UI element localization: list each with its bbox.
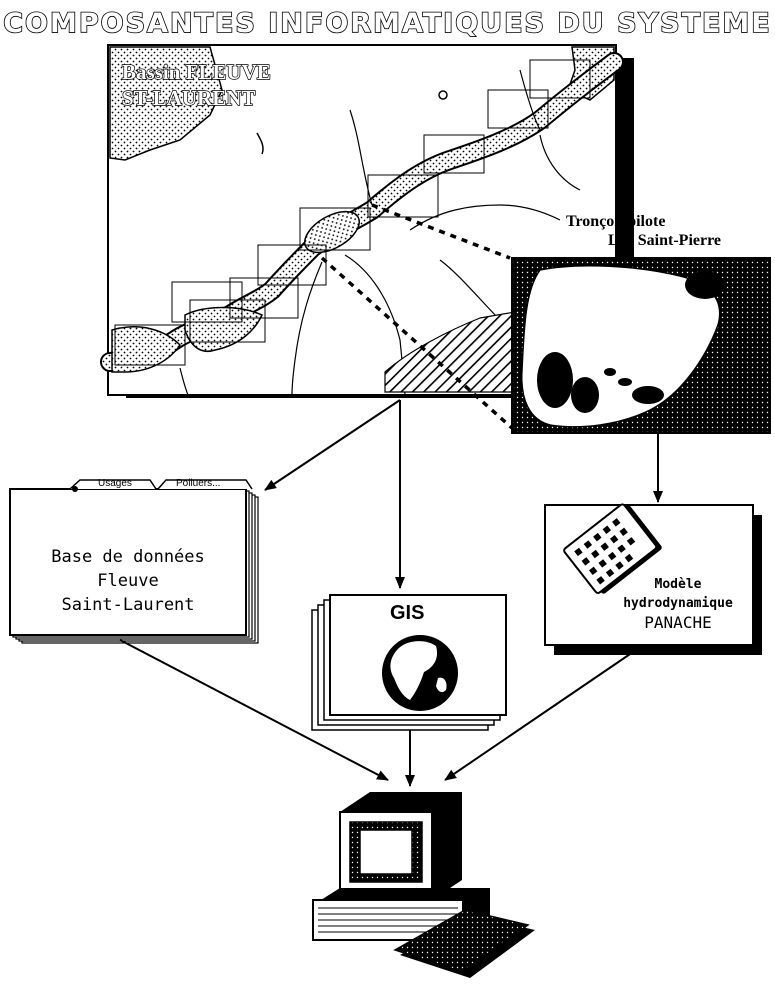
gis-label: GIS xyxy=(390,602,425,624)
map-label-line2: ST-LAURENT xyxy=(121,85,256,110)
database-box xyxy=(9,479,259,644)
arrow-model-to-computer xyxy=(444,649,637,781)
model-label: Modèle hydrodynamique PANACHE xyxy=(608,575,748,632)
database-label-line1: Base de données xyxy=(51,547,205,567)
arrow-map-to-database xyxy=(264,399,401,491)
river-basin-map xyxy=(100,44,634,398)
gis-box xyxy=(311,594,507,731)
flow-arrows xyxy=(119,399,663,787)
folder-icon xyxy=(69,479,253,492)
tab-polluers: Polluers... xyxy=(176,478,221,489)
calculator-icon xyxy=(563,503,662,594)
database-label-line2: Fleuve xyxy=(97,571,159,591)
pilot-label-line2: Lac Saint-Pierre xyxy=(608,232,722,249)
globe-icon xyxy=(382,635,458,711)
tab-usages: Usages xyxy=(98,478,132,489)
pilot-label-line1: Tronçon pilote xyxy=(566,213,666,230)
computer-icon xyxy=(312,792,535,978)
pilot-inset xyxy=(511,257,771,434)
model-label-line1: Modèle xyxy=(654,577,702,592)
arrow-database-to-computer xyxy=(119,639,389,781)
map-label-line1: Bassin FLEUVE xyxy=(121,59,271,84)
page-title: COMPOSANTES INFORMATIQUES DU SYSTEME xyxy=(2,7,772,40)
zoom-projection-lines xyxy=(320,203,514,430)
model-box xyxy=(544,503,762,655)
model-label-line3: PANACHE xyxy=(644,613,712,632)
database-label: Base de données Fleuve Saint-Laurent xyxy=(10,545,246,617)
model-label-line2: hydrodynamique xyxy=(623,596,733,611)
database-label-line3: Saint-Laurent xyxy=(61,595,195,615)
